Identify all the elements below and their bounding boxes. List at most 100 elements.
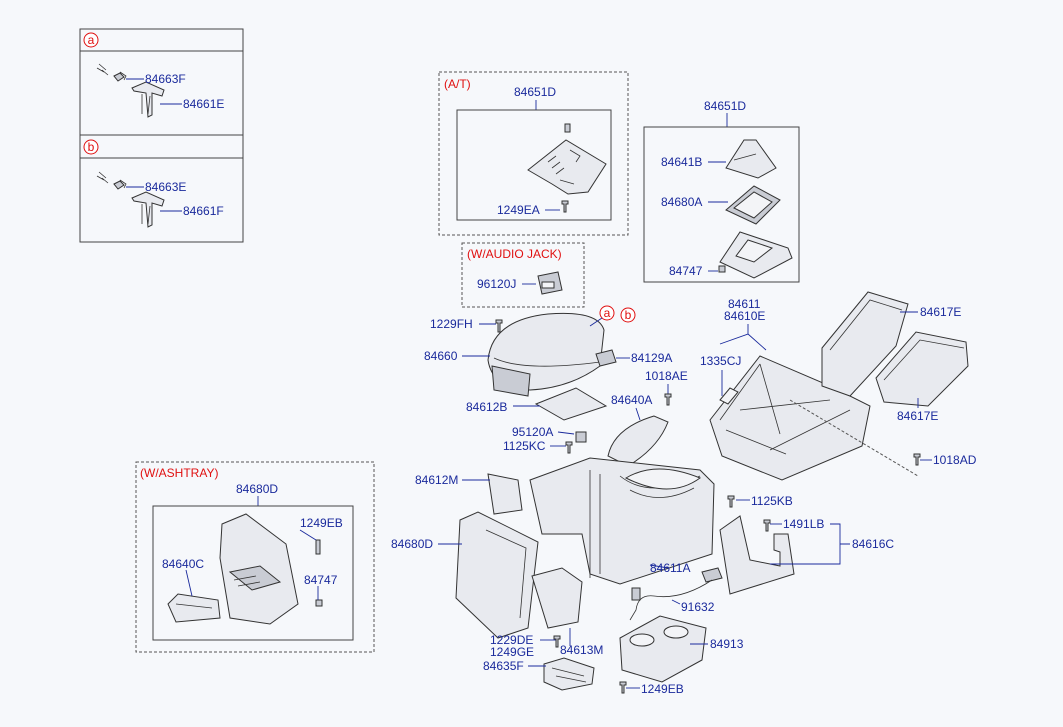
audio-dashed-frame [461,242,585,308]
label-1249EA: 1249EA [497,203,540,217]
ashtray-insert-part [167,593,221,623]
label-84612M: 84612M [415,473,458,487]
at-inner-frame [456,109,612,221]
label-84680D: 84680D [391,537,433,551]
label-84640A: 84640A [611,393,652,407]
spring-clip-part [96,63,127,82]
label-84661F: 84661F [183,204,224,218]
label-1229FH: 1229FH [430,317,473,331]
label-1249EB-ashtray: 1249EB [300,516,343,530]
marker-b: b [88,140,95,154]
audio-jack-group: (W/AUDIO JACK) 96120J [461,242,585,308]
label-1018AD: 1018AD [933,453,977,467]
screw-icon [495,319,503,333]
label-1335CJ: 1335CJ [700,354,741,368]
bracket-part [487,473,523,515]
cover-part [607,415,669,467]
console-body-part [529,457,715,585]
shift-boot-group: 84651D 84641B 84680A 84747 [643,99,800,283]
marker-b-main: b [625,308,632,322]
label-84635F: 84635F [483,659,524,673]
side-pad-part [821,291,909,397]
label-84641B: 84641B [661,155,702,169]
clip-icon [718,265,726,273]
inset-panel: a b 84663F 84661E 84663E 84661F [79,28,244,243]
screw-icon [763,519,771,532]
label-1125KC: 1125KC [503,439,546,453]
label-84616C: 84616C [852,537,894,551]
console-main-group: 84611A 84612M 84680D 84613M 91632 84913 … [391,457,744,696]
audio-title: (W/AUDIO JACK) [467,247,562,261]
bracket-part [719,515,795,595]
screw-icon [561,200,569,213]
marker-a: a [88,33,95,47]
bracket-part [131,81,165,118]
ashtray-group: (W/ASHTRAY) 84680D 1249EB 84640C 84747 [135,461,375,653]
shift-indicator-plate [527,123,607,195]
spring-clip-part [96,171,127,190]
power-outlet-part [575,431,587,443]
screw-icon [664,393,672,406]
shift-boot-part [725,139,777,179]
label-84747-ashtray: 84747 [304,573,338,587]
label-84660: 84660 [424,349,458,363]
label-84640C: 84640C [162,557,204,571]
at-group: (A/T) 84651D 1249EA [438,71,629,236]
marker-b-circle [83,139,99,155]
bracket-part [131,191,165,228]
lower-bracket-part [531,567,583,629]
marker-a-main: a [604,306,611,320]
screw-icon [315,539,321,555]
at-dashed-frame [438,71,629,236]
clip-icon [315,599,323,607]
label-84617E-top: 84617E [920,305,961,319]
label-84613M: 84613M [560,643,603,657]
armrest-hinge-part [491,365,531,397]
label-84680D-ashtray: 84680D [236,482,278,496]
label-96120J: 96120J [477,277,516,291]
rear-console-group: 84611 84610E 1335CJ 84617E 84617E 1018AD… [700,291,977,595]
label-84129A: 84129A [631,351,672,365]
screw-icon [727,495,735,508]
label-84651D: 84651D [704,99,746,113]
ashtray-inner-frame [152,505,354,641]
label-95120A: 95120A [512,425,553,439]
cup-holder-part [619,615,707,683]
armrest-group: 1229FH 84660 a b 84129A 1018AE 84612B 84… [424,305,688,467]
label-84612B: 84612B [466,400,507,414]
screw-icon [913,453,921,466]
switch-part [595,349,617,367]
label-1249GE: 1249GE [490,645,534,659]
label-84661E: 84661E [183,97,224,111]
shift-inner-frame [643,126,800,283]
label-91632: 91632 [681,600,715,614]
label-84663F: 84663F [145,72,186,86]
label-1229DE: 1229DE [490,633,533,647]
screw-icon [619,681,627,694]
label-1249EB: 1249EB [641,682,684,696]
label-1491LB: 1491LB [783,517,824,531]
label-84680A: 84680A [661,195,702,209]
wire-connector-part [701,567,723,583]
label-84913: 84913 [710,637,744,651]
shift-bezel-part [719,231,793,279]
label-84617E-bot: 84617E [897,409,938,423]
rear-cover-part [455,511,539,639]
label-84610E: 84610E [724,309,765,323]
label-84663E: 84663E [145,180,186,194]
at-title: (A/T) [444,77,471,91]
side-pad-part [875,331,969,407]
label-1125KB: 1125KB [751,494,793,508]
label-1018AE: 1018AE [645,369,688,383]
label-84611A: 84611A [650,561,690,575]
label-84747-boot: 84747 [669,264,703,278]
label-84611: 84611 [728,297,761,311]
ashtray-dashed-frame [135,461,375,653]
mat-part [534,387,608,421]
boot-frame-part [725,185,781,225]
screw-icon [565,441,573,454]
tray-part [543,657,595,691]
screw-icon [553,635,561,648]
marker-a-circle [83,32,99,48]
